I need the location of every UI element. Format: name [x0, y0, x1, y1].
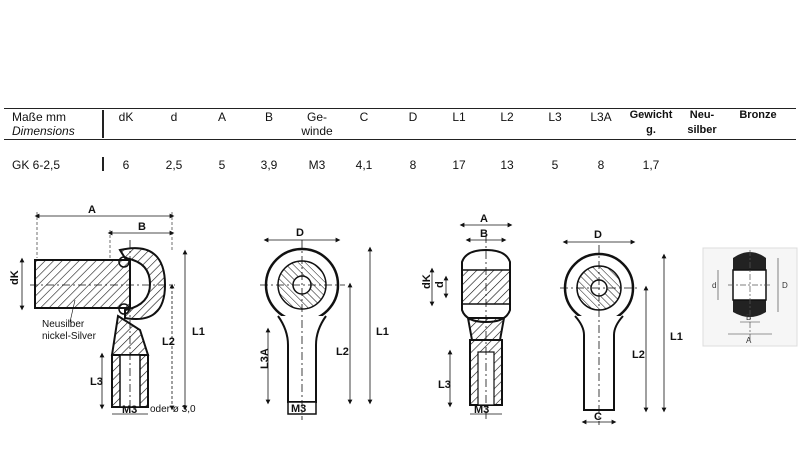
fig4-label-L2: L2 [632, 349, 645, 361]
extra-column-header-0: Gewicht [629, 109, 673, 121]
fig4-label-D: D [594, 229, 602, 241]
column-header-L1: L1 [452, 110, 466, 124]
fig4-label-C: C [594, 411, 602, 423]
fig3-label-A: A [480, 213, 488, 225]
fig1-label-B: B [138, 221, 146, 233]
row-value-3: 3,9 [260, 158, 278, 172]
table-header-rule [4, 139, 796, 140]
column-header-L2: L2 [500, 110, 514, 124]
figure-5-ball-detail: d D B A [702, 247, 798, 347]
figure-2-front-view: D L1 L2 L3A M3 [259, 227, 389, 420]
fig1-label-L3: L3 [90, 376, 103, 388]
figure-4-front-view: D L1 L2 C [560, 229, 683, 425]
fig2-label-L3A: L3A [259, 348, 271, 369]
fig5-label-d: d [712, 281, 716, 290]
row-value-6: 8 [409, 158, 417, 172]
extra-column-header-0-line2: g. [646, 124, 656, 136]
figure-1-section-view: A B dK L1 L2 L3 M3 oder ø 3,0 Neusilber … [9, 204, 205, 416]
table-top-rule [4, 108, 796, 109]
row-value-10: 8 [597, 158, 605, 172]
fig1-material-de: Neusilber [42, 319, 85, 330]
dimension-table: Maße mm Dimensions dK d A B Ge-winde C D L1 L2 L3… [0, 0, 800, 180]
fig3-label-M3: M3 [474, 404, 489, 416]
extra-column-header-2: Bronze [739, 109, 777, 121]
row-name: GK 6-2,5 [12, 158, 61, 172]
fig2-label-D: D [296, 227, 304, 239]
fig3-label-B: B [480, 228, 488, 240]
fig3-label-d: d [434, 281, 446, 288]
fig1-note: oder ø 3,0 [150, 404, 196, 415]
column-header-C: C [359, 110, 369, 124]
row-value-2: 5 [218, 158, 226, 172]
column-header-dK: dK [118, 110, 134, 124]
table-header-divider [102, 110, 104, 138]
fig3-label-L3: L3 [438, 379, 451, 391]
fig2-label-M3: M3 [291, 403, 306, 415]
row-value-9: 5 [551, 158, 559, 172]
fig2-label-L2: L2 [336, 346, 349, 358]
fig1-material-en: nickel-Silver [42, 331, 97, 342]
table-row-divider [102, 157, 104, 171]
fig3-label-dK: dK [421, 274, 433, 289]
header-label: Maße mm [12, 110, 66, 124]
header-sublabel: Dimensions [12, 124, 75, 138]
row-value-1: 2,5 [165, 158, 183, 172]
fig1-label-L1: L1 [192, 326, 205, 338]
fig5-label-A: A [746, 336, 752, 345]
row-value-7: 17 [452, 158, 466, 172]
column-header-L3: L3 [548, 110, 562, 124]
column-header-d: d [170, 110, 178, 124]
fig1-label-M3: M3 [122, 404, 137, 416]
fig4-label-L1: L1 [670, 331, 683, 343]
fig5-label-B: B [746, 313, 751, 322]
column-header-B: B [264, 110, 274, 124]
fig1-label-dK: dK [9, 270, 21, 285]
column-header-gewinde-line2: winde [301, 124, 333, 138]
column-header-gewinde: Ge- [306, 110, 328, 124]
row-value-11: 1,7 [642, 158, 660, 172]
column-header-A: A [217, 110, 227, 124]
column-header-L3A: L3A [590, 110, 612, 124]
row-value-8: 13 [500, 158, 514, 172]
row-value-4: M3 [308, 158, 326, 172]
fig5-label-D: D [782, 281, 788, 290]
row-value-5: 4,1 [355, 158, 373, 172]
column-header-D: D [408, 110, 418, 124]
figure-3-side-section: A B dK d L3 M3 [421, 213, 513, 420]
fig2-label-L1: L1 [376, 326, 389, 338]
extra-column-header-1: Neu- [689, 109, 715, 121]
extra-column-header-1-line2: silber [687, 124, 717, 136]
fig1-label-L2: L2 [162, 336, 175, 348]
fig1-label-A: A [88, 204, 96, 216]
row-value-0: 6 [122, 158, 130, 172]
